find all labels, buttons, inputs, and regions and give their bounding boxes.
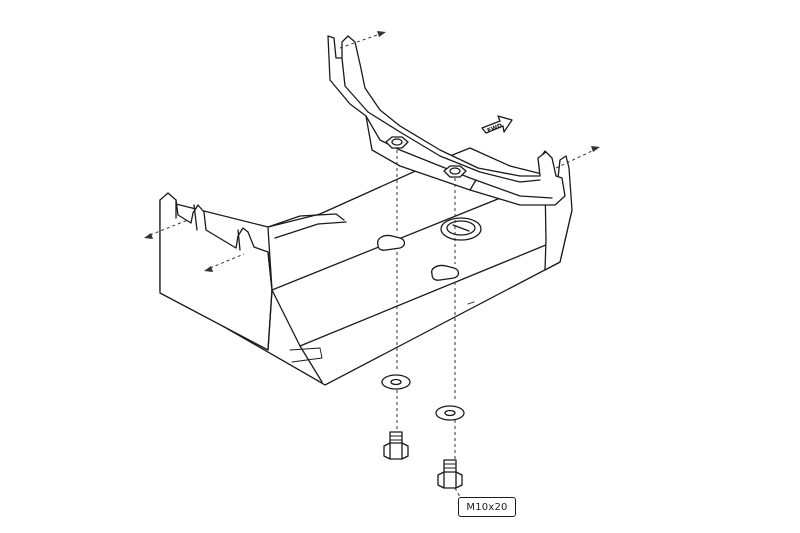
upper-bracket — [327, 35, 566, 206]
double-arrow-icon — [204, 266, 213, 272]
forward-label: FWD — [486, 122, 503, 134]
double-arrow-icon — [377, 31, 386, 37]
washers — [381, 374, 465, 421]
double-arrow-icon — [144, 233, 153, 239]
forward-arrow-icon: FWD — [481, 115, 513, 135]
bracket-nuts — [385, 136, 467, 178]
double-arrow-icon — [591, 146, 600, 152]
bolts — [383, 431, 463, 489]
bolt-size-label: M10x20 — [458, 497, 516, 517]
direction-arrows — [144, 31, 600, 272]
assembly-lines — [396, 150, 461, 498]
